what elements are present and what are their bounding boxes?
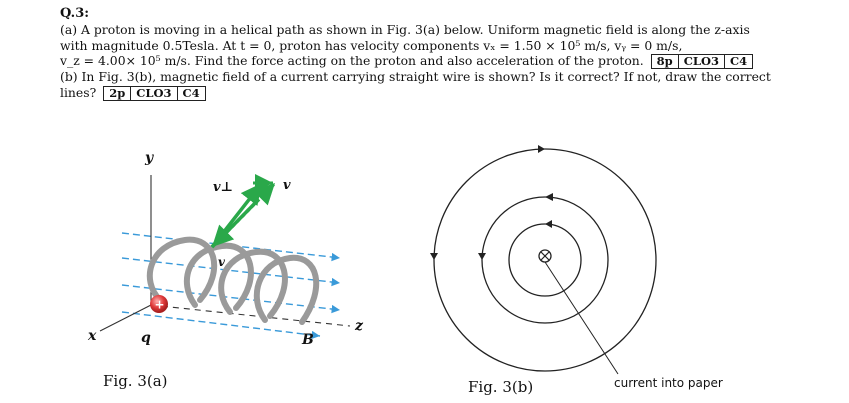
helix-coil (218, 248, 288, 319)
part-a-line-3: v_z = 4.00× 10⁵ m/s. Find the force acti… (60, 53, 840, 70)
part-a-line-1: (a) A proton is moving in a helical path… (60, 22, 750, 38)
part-b-points: 2p (109, 85, 126, 100)
part-a-marks-tag: 8p CLO3 C4 (650, 54, 754, 70)
part-a-line-3-text: v_z = 4.00× 10⁵ m/s. Find the force acti… (60, 53, 644, 69)
label-B: B (302, 332, 314, 348)
axis-label-x: x (88, 328, 97, 344)
part-a-clo: CLO3 (677, 55, 724, 69)
part-a-level: C4 (723, 55, 752, 69)
axis-label-z: z (355, 318, 363, 334)
arrow-middle-top (545, 193, 553, 201)
part-a-points: 8p (656, 54, 673, 69)
v-inner-arrow (210, 198, 260, 249)
proton-charge (150, 295, 168, 313)
field-line (121, 232, 341, 262)
part-b-level: C4 (176, 86, 205, 100)
field-direction-arrows (430, 145, 553, 260)
field-lines (121, 232, 341, 340)
annotation-pointer (544, 261, 619, 375)
wire-annotation: current into paper (614, 376, 723, 390)
part-b-line-1: (b) In Fig. 3(b), magnetic field of a cu… (60, 69, 771, 85)
helix-coil (253, 254, 320, 325)
arrow-outer-left (430, 253, 438, 260)
z-axis (150, 304, 351, 327)
charge-label-q: q (141, 330, 151, 346)
label-v-perp: v⊥ (213, 180, 234, 195)
arrow-outer-top (538, 145, 545, 153)
arrow-inner-top (545, 220, 552, 228)
helix-coil (146, 236, 218, 303)
figure-3a-caption: Fig. 3(a) (103, 372, 168, 390)
field-line (121, 311, 321, 340)
part-b-marks-tag: 2p CLO3 C4 (103, 85, 206, 101)
question-block: Q.3: (a) A proton is moving in a helical… (60, 6, 840, 101)
axis-label-y: y (145, 150, 154, 166)
part-a-line-2: with magnitude 0.5Tesla. At t = 0, proto… (60, 37, 683, 53)
part-b-line-2-text: lines? (60, 84, 97, 100)
label-v: v (283, 178, 291, 193)
x-axis (99, 304, 152, 332)
field-line (121, 257, 341, 287)
field-line (121, 284, 341, 314)
helix-coils (146, 236, 320, 325)
part-b-line-2: lines? 2p CLO3 C4 (60, 85, 840, 101)
figure-3b-caption: Fig. 3(b) (468, 378, 534, 396)
velocity-vectors (210, 181, 277, 249)
arrow-middle-left (478, 253, 486, 260)
question-title: Q.3: (60, 6, 90, 21)
part-b-clo: CLO3 (130, 86, 176, 100)
label-v-inner: v (218, 255, 225, 269)
charge-plus-sign: + (155, 298, 165, 312)
